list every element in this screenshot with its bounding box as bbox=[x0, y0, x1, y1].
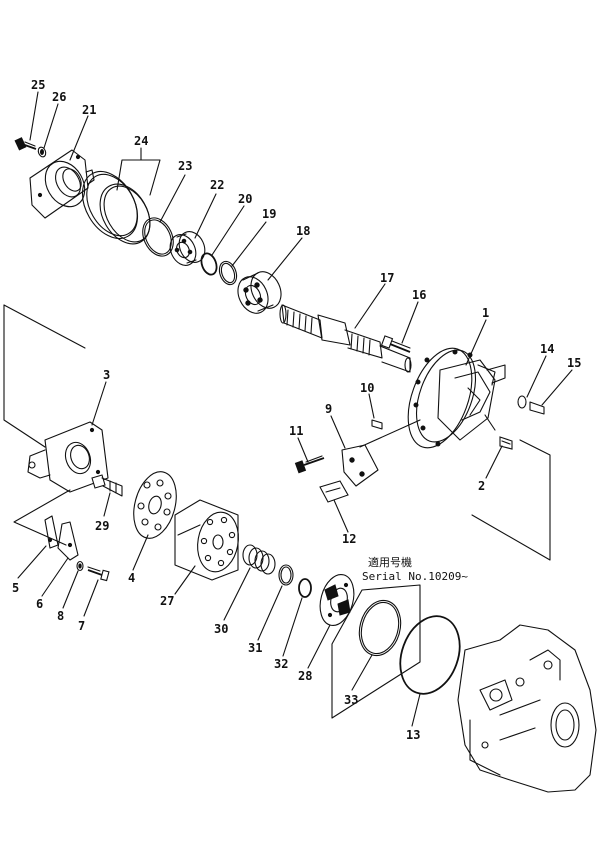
pump-body bbox=[457, 624, 597, 793]
part-10-pin bbox=[359, 419, 421, 448]
note-line-serial: Serial No.10209~ bbox=[362, 570, 468, 583]
part-33-o-ring bbox=[358, 599, 402, 657]
part-20-snap-ring bbox=[200, 252, 218, 276]
part-7-bolt bbox=[87, 566, 110, 582]
label-19: 19 bbox=[262, 207, 276, 221]
part-17-shaft bbox=[279, 304, 412, 373]
label-12: 12 bbox=[342, 532, 356, 546]
label-26: 26 bbox=[52, 90, 66, 104]
label-30: 30 bbox=[214, 622, 228, 636]
part-23-ring bbox=[142, 217, 174, 257]
part-32-snap-ring bbox=[298, 578, 312, 598]
part-28-swash-plate bbox=[319, 573, 355, 627]
label-18: 18 bbox=[296, 224, 310, 238]
label-1: 1 bbox=[482, 306, 489, 320]
part-27-cylinder-block bbox=[174, 499, 239, 581]
part-11-bolt bbox=[294, 455, 325, 474]
serial-applicability-note: 適用号機 Serial No.10209~ bbox=[362, 555, 468, 583]
assembly-bracket-right bbox=[471, 439, 551, 561]
part-15-pin bbox=[529, 401, 545, 415]
label-5: 5 bbox=[12, 581, 19, 595]
part-8-washer bbox=[76, 560, 84, 572]
part-30-spring bbox=[242, 544, 276, 575]
label-25: 25 bbox=[31, 78, 45, 92]
leader-lines bbox=[17, 91, 573, 727]
label-14: 14 bbox=[540, 342, 554, 356]
part-22-bearing bbox=[169, 231, 206, 266]
label-3: 3 bbox=[103, 368, 110, 382]
part-13-o-ring bbox=[399, 615, 461, 695]
part-14-o-ring bbox=[517, 395, 527, 409]
label-16: 16 bbox=[412, 288, 426, 302]
label-22: 22 bbox=[210, 178, 224, 192]
label-24: 24 bbox=[134, 134, 148, 148]
label-7: 7 bbox=[78, 619, 85, 633]
label-13: 13 bbox=[406, 728, 420, 742]
part-3-cover bbox=[27, 421, 109, 493]
part-1-housing bbox=[407, 347, 506, 449]
part-18-bearing bbox=[237, 271, 282, 314]
part-2-plug bbox=[499, 436, 513, 450]
label-9: 9 bbox=[325, 402, 332, 416]
part-number-labels: 25 26 21 24 23 22 20 19 18 17 16 1 14 15… bbox=[12, 78, 581, 742]
part-19-ring bbox=[218, 260, 238, 286]
part-5-bracket bbox=[44, 515, 59, 549]
part-24-o-rings bbox=[81, 171, 151, 245]
label-15: 15 bbox=[567, 356, 581, 370]
serial-note-bracket bbox=[331, 584, 421, 719]
label-21: 21 bbox=[82, 103, 96, 117]
part-21-cover bbox=[29, 149, 95, 219]
part-25-bolt bbox=[14, 137, 37, 151]
part-6-bracket bbox=[57, 521, 79, 561]
note-line-jp: 適用号機 bbox=[368, 555, 412, 569]
part-4-valve-plate bbox=[133, 471, 177, 539]
label-27: 27 bbox=[160, 594, 174, 608]
label-2: 2 bbox=[478, 479, 485, 493]
label-11: 11 bbox=[289, 424, 303, 438]
label-17: 17 bbox=[380, 271, 394, 285]
label-33: 33 bbox=[344, 693, 358, 707]
label-23: 23 bbox=[178, 159, 192, 173]
part-26-washer bbox=[37, 146, 47, 158]
part-29-pin bbox=[91, 474, 123, 497]
label-20: 20 bbox=[238, 192, 252, 206]
part-12-plate bbox=[319, 480, 349, 503]
label-8: 8 bbox=[57, 609, 64, 623]
label-10: 10 bbox=[360, 381, 374, 395]
label-29: 29 bbox=[95, 519, 109, 533]
label-28: 28 bbox=[298, 669, 312, 683]
assembly-bracket-left bbox=[3, 304, 86, 546]
label-31: 31 bbox=[248, 641, 262, 655]
label-4: 4 bbox=[128, 571, 135, 585]
label-6: 6 bbox=[36, 597, 43, 611]
part-9-plate bbox=[341, 444, 379, 487]
part-16-bolt bbox=[380, 335, 411, 353]
label-32: 32 bbox=[274, 657, 288, 671]
part-31-ring bbox=[278, 564, 294, 586]
